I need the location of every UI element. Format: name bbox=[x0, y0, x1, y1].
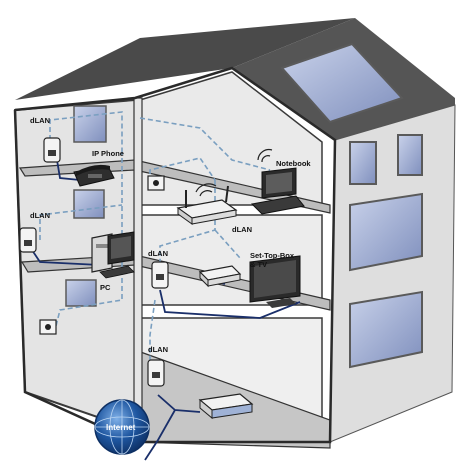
roof-skylight bbox=[280, 42, 404, 124]
label-ip-phone: IP Phone bbox=[92, 149, 124, 158]
powerline-mid-to-base bbox=[149, 299, 156, 368]
cable-stb bbox=[159, 289, 301, 319]
powerline-left-vertical bbox=[54, 150, 123, 331]
label-dlan-basement: dLAN bbox=[148, 345, 168, 354]
powerline-top-right bbox=[139, 117, 271, 171]
facade-window-3 bbox=[349, 192, 423, 272]
label-pc: PC bbox=[100, 283, 111, 292]
notebook-device bbox=[250, 148, 305, 215]
powerline-mid-left bbox=[39, 204, 123, 240]
label-internet: Internet bbox=[106, 423, 136, 432]
cable-internet bbox=[144, 409, 176, 461]
pc-device bbox=[91, 231, 135, 279]
facade-right bbox=[329, 104, 456, 443]
center-column bbox=[133, 97, 143, 444]
dlan-adapter-basement bbox=[147, 359, 165, 387]
inner-window-mid bbox=[73, 189, 105, 219]
label-notebook: Notebook bbox=[276, 159, 311, 168]
wall-socket-attic bbox=[147, 175, 165, 191]
label-dlan-attic: dLAN bbox=[30, 116, 50, 125]
powerline-mid-tv bbox=[214, 229, 241, 259]
powerline-attic-left bbox=[49, 111, 123, 150]
powerline-wiring bbox=[39, 111, 271, 368]
ip-phone-device bbox=[73, 164, 115, 187]
label-dlan-mid-left: dLAN bbox=[30, 211, 50, 220]
facade-window-2 bbox=[397, 134, 423, 176]
facade-window-4 bbox=[349, 290, 423, 369]
front-edge bbox=[13, 66, 337, 444]
windows bbox=[65, 42, 423, 369]
dlan-adapter-attic bbox=[43, 137, 61, 163]
modem-device bbox=[198, 393, 254, 420]
devices bbox=[19, 137, 305, 420]
label-settopbox-line1: Set-Top-Box bbox=[250, 251, 295, 260]
label-settopbox-line2: & TV bbox=[250, 260, 267, 269]
labels: dLAN IP Phone Notebook dLAN dLAN dLAN Se… bbox=[30, 116, 311, 432]
internet-globe bbox=[94, 399, 150, 455]
dlan-adapter-mid-left bbox=[19, 227, 37, 253]
inner-window-low bbox=[65, 279, 97, 307]
tv-device bbox=[249, 255, 301, 308]
dlan-adapter-mid-right bbox=[151, 261, 169, 289]
set-top-box-device bbox=[198, 265, 242, 288]
label-dlan-mid-right: dLAN bbox=[148, 249, 168, 258]
cable-phone bbox=[56, 159, 81, 181]
facade-window-1 bbox=[349, 141, 377, 185]
roof-left bbox=[15, 18, 355, 100]
wireless-router-device bbox=[176, 183, 238, 225]
inner-window-attic bbox=[73, 105, 107, 143]
wall-socket-low bbox=[39, 319, 57, 335]
powerline-router-feed bbox=[149, 157, 216, 182]
label-dlan-router: dLAN bbox=[232, 225, 252, 234]
